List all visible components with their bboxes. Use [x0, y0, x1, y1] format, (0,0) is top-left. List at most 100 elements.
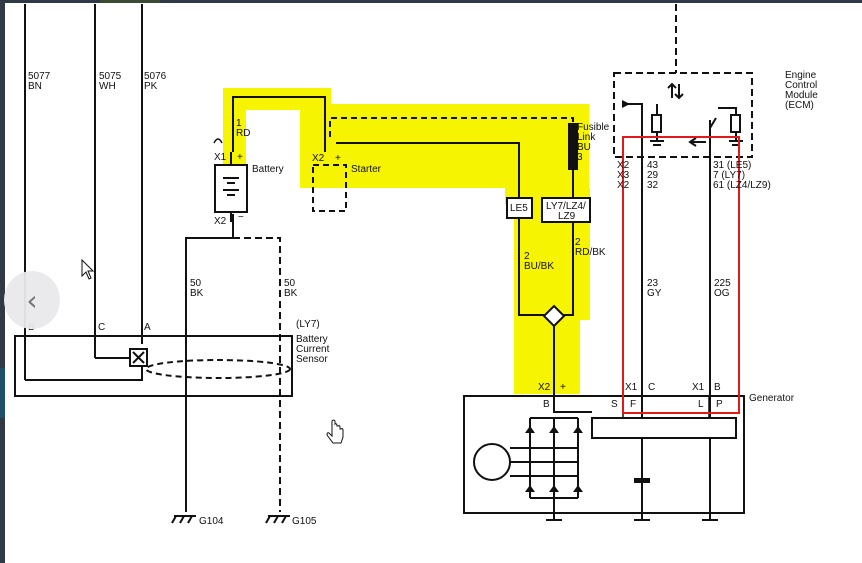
sensor-variant: (LY7) [296, 319, 320, 330]
wire-5077-color: BN [28, 81, 42, 92]
fusible-link-line2: Link [577, 132, 596, 143]
wire-og-gauge: 225 [714, 278, 731, 289]
corner-strip [100, 0, 160, 3]
wire-bk-right-gauge: 50 [284, 278, 296, 289]
fuse-le5-label: LE5 [510, 203, 528, 214]
ecm-box [613, 72, 753, 158]
ecm-pin-row1-connector: X2 [617, 160, 630, 171]
battery-neg-sign: − [238, 212, 244, 223]
connector-hook-icon [213, 138, 223, 144]
fusible-link-line4: 3 [577, 152, 583, 163]
ground-symbols [171, 515, 718, 524]
fuse-other-line2: LZ9 [558, 211, 576, 222]
rectifier-bridge [510, 396, 643, 520]
chevron-left-icon: ‹ [26, 283, 38, 317]
sensor-x-mark [132, 351, 145, 364]
ecm-pin-row2-connector: X3 [617, 170, 630, 181]
ecm-pin-row2-pin2: 7 (LY7) [713, 170, 745, 181]
fuse-other-line1: LY7/LZ4/ [546, 201, 586, 212]
hand-cursor-icon [326, 419, 344, 444]
top-edge-bar [0, 0, 862, 3]
left-edge-bar [0, 0, 5, 563]
starter-connector: X2 [312, 153, 325, 164]
ecm-label-line4: (ECM) [785, 100, 814, 111]
wire-5076-color: PK [144, 81, 158, 92]
fusible-link-element [568, 123, 578, 170]
fuse-le5-box [506, 197, 533, 219]
starter-sign: + [335, 153, 341, 164]
prev-page-button[interactable]: ‹ [4, 271, 60, 329]
fusible-link-line3: BU [577, 142, 591, 153]
generator-x1-c: X1 [625, 382, 638, 393]
wire-bk-left-gauge: 50 [190, 278, 202, 289]
starter-label: Starter [351, 164, 382, 175]
battery-symbol [214, 152, 248, 222]
starter-box [312, 164, 347, 212]
generator-terminal-s: S [611, 399, 618, 410]
sensor-loop [145, 359, 291, 379]
wire-5075-circuit: 5075 [99, 71, 122, 82]
generator-x2: X2 [538, 382, 551, 393]
wire-gy-gauge: 23 [647, 278, 659, 289]
highlight-output-column [514, 310, 580, 394]
wire-5077-circuit: 5077 [28, 71, 51, 82]
splice-diamond [542, 304, 566, 328]
generator-label: Generator [749, 393, 795, 404]
ecm-pin-row3-connector: X2 [617, 180, 630, 191]
selection-rectangle[interactable] [622, 136, 740, 414]
generator-box [463, 395, 745, 514]
generator-pin-b: B [714, 382, 721, 393]
ground-g104-label: G104 [199, 516, 224, 527]
sensor-pin-a: A [144, 322, 151, 333]
generator-terminal-b: B [543, 399, 550, 410]
generator-terminal-p: P [716, 399, 723, 410]
highlight-battery-riser [223, 88, 246, 186]
battery-pos-sign: + [237, 152, 243, 163]
ecm-arrow-left [622, 100, 630, 108]
ecm-pin-row1-pin2: 31 (LE5) [713, 160, 751, 171]
wire-gy-color: GY [647, 288, 662, 299]
battery-wire-color: RD [236, 128, 250, 139]
ecm-pin-row2-pin: 29 [647, 170, 659, 181]
power-highlight [223, 88, 590, 394]
generator-x2-sign: + [560, 382, 566, 393]
ground-g105-label: G105 [292, 516, 317, 527]
generator-x1-b: X1 [692, 382, 705, 393]
diode-marks [525, 426, 583, 492]
stator-circle [473, 443, 511, 481]
ecm-label-line1: Engine [785, 70, 817, 81]
sensor-label-line2: Current [296, 344, 330, 355]
generator-terminal-l: L [698, 399, 704, 410]
wire-og-color: OG [714, 288, 730, 299]
arrow-cursor-icon [81, 258, 95, 280]
generator-terminal-f: F [630, 399, 636, 410]
wire-bk-left-color: BK [190, 288, 204, 299]
sensor-pin-c: C [98, 322, 105, 333]
wire-bk-right-color: BK [284, 288, 298, 299]
sensor-label-line1: Battery [296, 334, 328, 345]
ecm-internals [622, 82, 743, 147]
wire-rd-bk-color: RD/BK [575, 247, 606, 258]
ecm-pin-row3-pin2: 61 (LZ4/LZ9) [713, 180, 771, 191]
fuse-ly7-box [541, 197, 591, 223]
battery-label: Battery [252, 164, 284, 175]
circuit-wires [24, 4, 711, 520]
wire-5076-circuit: 5076 [144, 71, 167, 82]
ecm-label-line3: Module [785, 90, 818, 101]
battery-wire-gauge: 1 [236, 118, 242, 129]
current-sensor-box [14, 335, 293, 397]
fusible-link-line1: Fusible [577, 122, 610, 133]
wire-5075-color: WH [99, 81, 116, 92]
wire-bu-bk-gauge: 2 [524, 251, 530, 262]
ecm-label-line2: Control [785, 80, 817, 91]
battery-pos-connector: X1 [214, 152, 227, 163]
ecm-pin-row1-pin: 43 [647, 160, 659, 171]
ecm-pin-row3-pin: 32 [647, 180, 659, 191]
battery-neg-connector: X2 [214, 216, 227, 227]
wire-bu-bk-color: BU/BK [524, 261, 554, 272]
generator-capacitor [634, 478, 650, 483]
generator-pin-c: C [648, 382, 655, 393]
left-edge-block [0, 368, 5, 418]
wire-rd-bk-gauge: 2 [575, 237, 581, 248]
